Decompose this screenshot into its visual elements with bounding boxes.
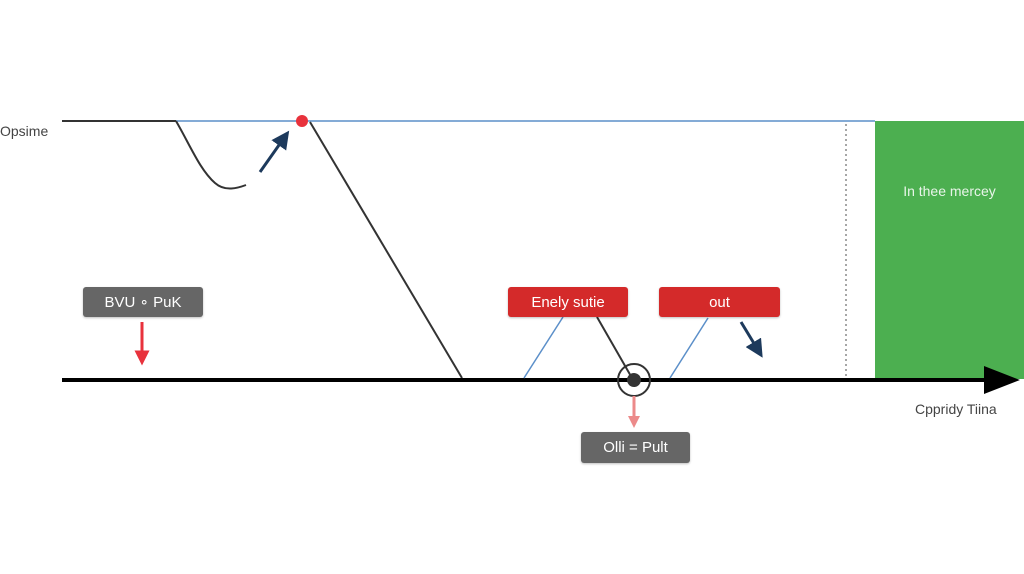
entry-gray-line: [596, 316, 633, 379]
entry-red-box: Enely sutie: [508, 287, 628, 317]
green-zone-label: In thee mercey: [903, 183, 996, 199]
dip-curve: [175, 120, 247, 190]
bottom-gray-box: Olli = Pult: [581, 432, 690, 463]
decline-line: [309, 121, 463, 379]
out-blue-line: [669, 317, 709, 379]
green-zone: [875, 121, 1024, 379]
out-red-box: out: [659, 287, 780, 317]
axis-arrowhead: [984, 366, 1020, 394]
x-axis-label: Cppridy Tiina: [915, 401, 997, 417]
y-axis-label: Opsime: [0, 123, 49, 139]
up-arrow: [258, 130, 290, 173]
target-dot: [627, 373, 641, 387]
peak-marker: [296, 115, 308, 127]
down-right-arrow: [739, 321, 763, 358]
entry-blue-line: [523, 316, 564, 379]
left-gray-box: BVU ∘ PuK: [83, 287, 203, 317]
